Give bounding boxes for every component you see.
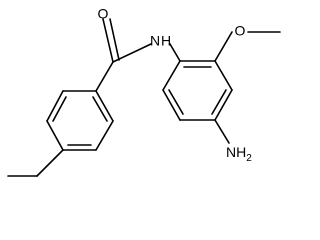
bond — [109, 18, 120, 61]
bond — [214, 31, 233, 62]
amide-nitrogen-label: N — [150, 33, 160, 49]
bond — [52, 96, 67, 122]
bond — [169, 43, 181, 62]
bond-lines — [7, 18, 281, 177]
bond — [162, 89, 181, 121]
bond — [46, 90, 64, 122]
bond — [162, 60, 181, 91]
bond — [214, 119, 230, 144]
bond — [112, 43, 152, 63]
methoxy-oxygen-label: O — [235, 23, 246, 39]
carbonyl-oxygen-label: O — [98, 6, 109, 22]
bond — [95, 90, 114, 122]
structure-canvas: O N H O NH2 — [7, 6, 281, 177]
bond — [36, 149, 64, 177]
amine-subscript: 2 — [246, 153, 252, 164]
bond — [95, 120, 114, 151]
bond — [46, 120, 64, 151]
bond — [214, 89, 233, 121]
chemical-structure: O N H O NH2 — [7, 6, 281, 177]
amine-label: NH2 — [226, 144, 252, 164]
bond — [95, 61, 114, 92]
amine-text: NH — [226, 144, 246, 160]
bond — [211, 89, 227, 115]
atom-labels: O N H O NH2 — [98, 6, 253, 164]
bond — [92, 96, 108, 122]
bond — [214, 60, 233, 91]
bond — [168, 89, 184, 115]
amide-hydrogen-label: H — [161, 33, 171, 49]
bond — [102, 18, 114, 63]
